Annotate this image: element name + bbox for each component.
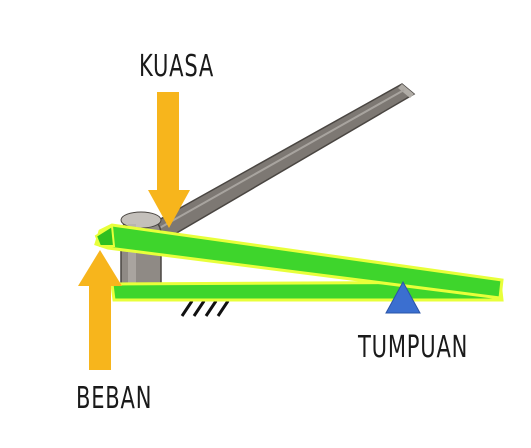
effort-label: KUASA: [139, 49, 215, 84]
effort-arrow-down-icon: [148, 92, 190, 228]
clipper-handle: [146, 83, 416, 239]
load-arrow-up-icon: [78, 250, 122, 370]
load-label: BEBAN: [76, 381, 153, 416]
ground-hatch-icon: [180, 298, 234, 317]
upper-lever-arm: [94, 223, 504, 300]
fulcrum-triangle-icon: [385, 280, 421, 314]
fulcrum-label: TUMPUAN: [358, 330, 469, 365]
